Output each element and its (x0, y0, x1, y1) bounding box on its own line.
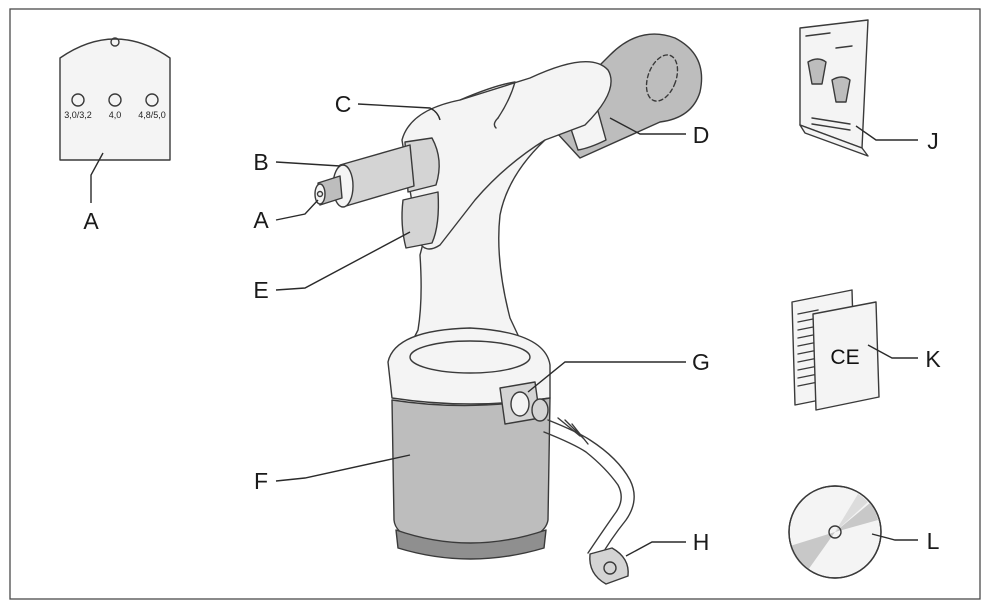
leader-nose-a (275, 199, 319, 221)
callout-b: B (253, 149, 268, 175)
leader-l (871, 533, 918, 541)
callout-g: G (692, 349, 710, 375)
ce-mark: CE (830, 346, 859, 369)
callout-h: H (693, 529, 710, 555)
callout-e: E (253, 277, 268, 303)
leader-gauge-a (90, 152, 104, 203)
riveting-tool-icon (314, 33, 703, 560)
leader-c (357, 103, 441, 121)
manual-icon (799, 19, 869, 157)
leader-j (855, 125, 918, 141)
callout-d: D (693, 122, 710, 148)
callout-l: L (927, 528, 940, 554)
gauge-plate-icon: 3,0/3,2 4,0 4,8/5,0 (59, 37, 171, 161)
leader-k (867, 344, 918, 359)
air-hose-icon (543, 417, 635, 585)
leader-d (609, 117, 686, 135)
cd-icon (788, 485, 882, 579)
callout-f: F (254, 468, 268, 494)
callout-k: K (925, 346, 941, 372)
callout-gauge-a: A (83, 208, 99, 234)
leader-b (275, 161, 341, 167)
certificate-icon: CE (791, 289, 880, 411)
gauge-size-1: 3,0/3,2 (64, 110, 92, 120)
leader-g (527, 361, 686, 393)
leader-h (625, 541, 686, 557)
callout-j: J (927, 128, 939, 154)
leader-f (275, 454, 411, 482)
gauge-size-3: 4,8/5,0 (138, 110, 166, 120)
gauge-size-2: 4,0 (109, 110, 122, 120)
callout-c: C (335, 91, 352, 117)
leader-e (275, 231, 411, 291)
callout-nose-a: A (253, 207, 269, 233)
